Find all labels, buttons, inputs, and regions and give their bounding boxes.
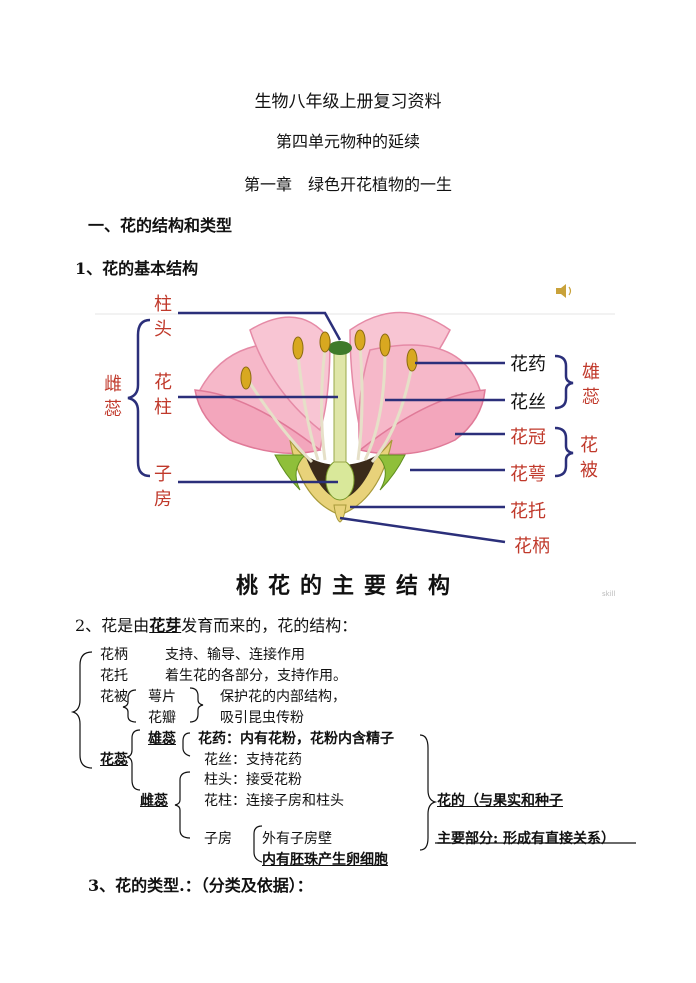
label-pedicel: 花柄 xyxy=(514,536,550,557)
row-stamen-name: 雄蕊 xyxy=(148,731,176,747)
label-style-1: 花 xyxy=(154,372,172,393)
label-filament: 花丝 xyxy=(510,392,546,413)
row-receptacle-desc: 着生花的各部分，支持作用。 xyxy=(165,668,347,684)
row-pistil-group: 花蕊 xyxy=(100,752,128,768)
row-style-desc: 花柱：连接子房和柱头 xyxy=(204,793,344,809)
speaker-icon xyxy=(556,284,572,298)
main-note-2: 主要部分: 形成有直接关系） xyxy=(437,831,616,847)
row-sepal-name: 萼片 xyxy=(148,689,176,705)
svg-text:skill: skill xyxy=(602,590,616,598)
label-stamen-2: 蕊 xyxy=(582,387,600,408)
label-stigma-2: 头 xyxy=(154,319,172,340)
row-stigma-desc: 柱头：接受花粉 xyxy=(204,772,302,788)
row-pedicel-desc: 支持、输导、连接作用 xyxy=(165,647,305,663)
row-perianth-name: 花被 xyxy=(100,689,128,705)
label-stamen-1: 雄 xyxy=(582,362,600,383)
diagram-caption: 桃花的主要结构 xyxy=(235,573,460,599)
row-ovary-wall: 外有子房壁 xyxy=(262,831,332,847)
row-filament-desc: 花丝：支持花药 xyxy=(204,752,302,768)
intro-prefix: 2、花是由 xyxy=(75,616,150,635)
label-ovary-1: 子 xyxy=(154,464,172,485)
row-ovary-name: 子房 xyxy=(204,831,232,847)
row-receptacle-name: 花托 xyxy=(100,668,128,684)
label-anther: 花药 xyxy=(510,354,546,375)
label-stigma-1: 柱 xyxy=(154,294,172,315)
row-pedicel-name: 花柄 xyxy=(100,647,128,663)
unit-title: 第四单元物种的延续 xyxy=(275,132,420,151)
label-perianth-1: 花 xyxy=(580,435,598,456)
label-style-2: 柱 xyxy=(154,397,172,418)
label-perianth-2: 被 xyxy=(580,460,598,481)
label-pistil-1: 雌 xyxy=(104,374,122,395)
row-sepal-desc: 保护花的内部结构， xyxy=(220,689,346,705)
main-title: 生物八年级上册复习资料 xyxy=(254,92,442,112)
row-petal-desc: 吸引昆虫传粉 xyxy=(220,710,304,726)
label-receptacle: 花托 xyxy=(510,501,546,522)
main-note-1: 花的（与果实和种子 xyxy=(437,793,563,809)
intro-suffix: 发育而来的，花的结构： xyxy=(181,616,358,635)
label-calyx: 花萼 xyxy=(510,464,546,485)
subsection-heading: 1、花的基本结构 xyxy=(75,259,199,278)
row-anther-desc: 花药：内有花粉，花粉内含精子 xyxy=(198,731,394,747)
label-corolla: 花冠 xyxy=(510,427,546,448)
section3-heading: 3、花的类型.：（分类及依据）： xyxy=(88,876,313,895)
section2-intro: 2、花是由花芽发育而来的，花的结构： xyxy=(75,612,357,636)
row-ovary-inner: 内有胚珠产生卵细胞 xyxy=(262,852,388,868)
section-heading: 一、花的结构和类型 xyxy=(88,216,233,235)
label-ovary-2: 房 xyxy=(154,489,172,510)
row-pistil-name: 雌蕊 xyxy=(140,793,168,809)
label-pistil-2: 蕊 xyxy=(104,399,122,420)
intro-bud: 花芽 xyxy=(149,616,182,635)
row-petal-name: 花瓣 xyxy=(148,710,176,726)
chapter-title: 第一章 绿色开花植物的一生 xyxy=(243,175,452,194)
